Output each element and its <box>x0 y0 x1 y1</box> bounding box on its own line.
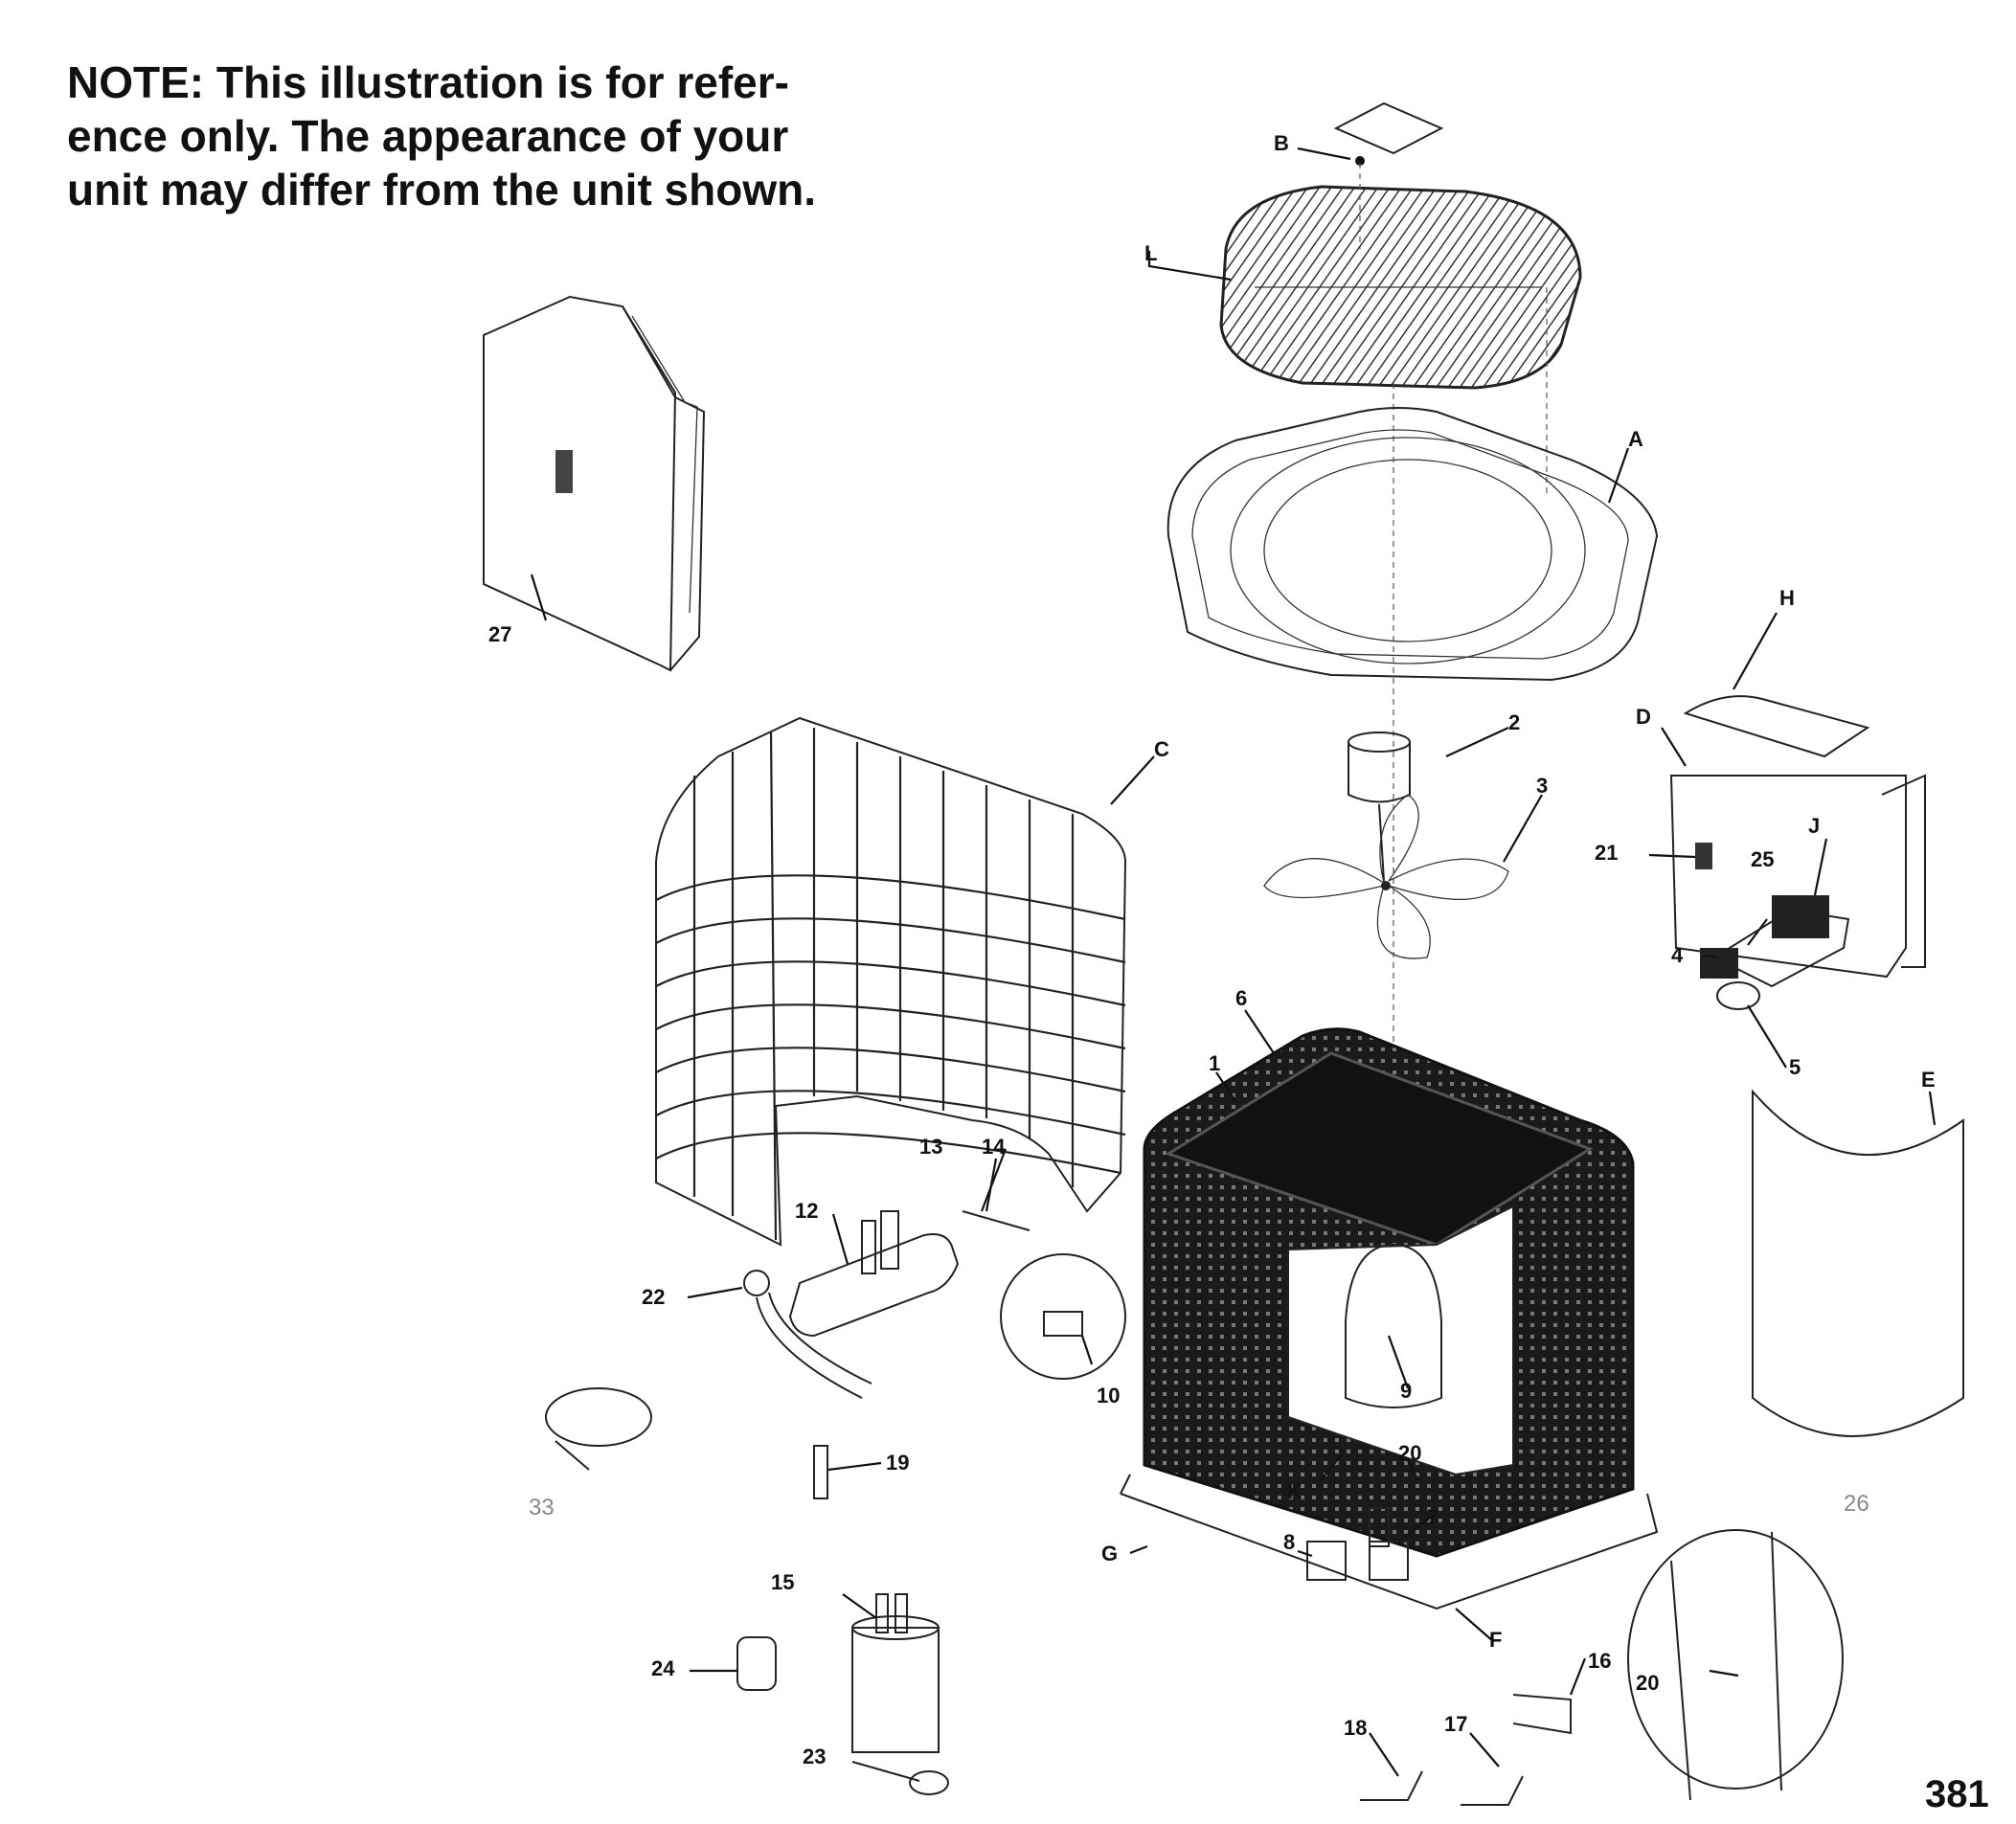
label-18: 18 <box>1344 1716 1367 1740</box>
defrost-control <box>1000 1253 1126 1380</box>
label-h: H <box>1779 586 1795 610</box>
label-a: A <box>1628 427 1643 451</box>
label-l: L <box>1144 241 1157 265</box>
label-25: 25 <box>1751 847 1774 871</box>
condenser-coil <box>1120 1027 1659 1610</box>
part-23 <box>851 1761 949 1795</box>
note-line-3: unit may differ from the unit shown. <box>67 165 816 214</box>
detail-circle-20 <box>1627 1529 1844 1801</box>
label-17: 17 <box>1444 1712 1467 1736</box>
control-box <box>1669 695 1926 1010</box>
fan-blade <box>1263 794 1509 959</box>
page-number: 381 <box>1925 1773 1989 1815</box>
note-line-2: ence only. The appearance of your <box>67 111 789 161</box>
parts-16-17-18 <box>1360 1694 1572 1806</box>
label-23: 23 <box>803 1745 826 1768</box>
label-13: 13 <box>919 1135 942 1159</box>
label-12: 12 <box>795 1199 818 1223</box>
label-1: 1 <box>1209 1051 1220 1075</box>
label-22: 22 <box>642 1285 665 1309</box>
front-panel-27 <box>483 295 706 672</box>
label-k: K <box>1287 1479 1302 1503</box>
label-27: 27 <box>488 622 511 646</box>
label-7: 7 <box>1427 1505 1438 1529</box>
part-19 <box>813 1445 828 1499</box>
note-line-1: NOTE: This illustration is for refer- <box>67 57 789 107</box>
rear-panel <box>1752 1089 1964 1437</box>
label-33: 33 <box>529 1495 555 1520</box>
top-cap <box>1333 101 1444 166</box>
label-15: 15 <box>771 1570 794 1594</box>
label-e: E <box>1921 1068 1936 1092</box>
part-labels: B L A H D 2 3 C 21 25 J 4 5 E 27 6 1 13 … <box>488 131 1936 1768</box>
fan-motor <box>1348 732 1411 882</box>
valves-7-8 <box>1306 1507 1409 1581</box>
label-2: 2 <box>1508 710 1520 734</box>
label-3: 3 <box>1536 774 1548 798</box>
label-4: 4 <box>1671 943 1684 967</box>
label-j: J <box>1808 814 1820 838</box>
label-5: 5 <box>1789 1055 1801 1079</box>
label-f: F <box>1489 1628 1502 1652</box>
drier-24 <box>736 1636 777 1691</box>
accumulator-15 <box>851 1593 940 1753</box>
fan-grille <box>1219 185 1582 390</box>
label-26: 26 <box>1844 1491 1869 1517</box>
leader-lines <box>530 146 1937 1777</box>
label-19: 19 <box>886 1451 909 1475</box>
label-21: 21 <box>1595 841 1618 865</box>
label-14: 14 <box>982 1135 1006 1159</box>
label-6: 6 <box>1235 986 1247 1010</box>
reference-note: NOTE: This illustration is for refer- en… <box>67 56 929 216</box>
wire-guard <box>655 716 1127 1247</box>
label-b: B <box>1274 131 1289 155</box>
wire-loop-33 <box>545 1387 652 1471</box>
tube-22 <box>743 1270 872 1399</box>
label-20: 20 <box>1398 1441 1421 1465</box>
label-10: 10 <box>1097 1384 1120 1407</box>
label-9: 9 <box>1400 1379 1412 1403</box>
top-panel <box>1167 407 1659 682</box>
label-c: C <box>1154 737 1169 761</box>
label-8: 8 <box>1283 1530 1295 1554</box>
label-20b: 20 <box>1636 1671 1659 1695</box>
reversing-valve <box>788 1210 1031 1338</box>
label-24: 24 <box>651 1656 675 1680</box>
label-16: 16 <box>1588 1649 1611 1673</box>
label-d: D <box>1636 705 1651 729</box>
label-g: G <box>1101 1542 1118 1565</box>
